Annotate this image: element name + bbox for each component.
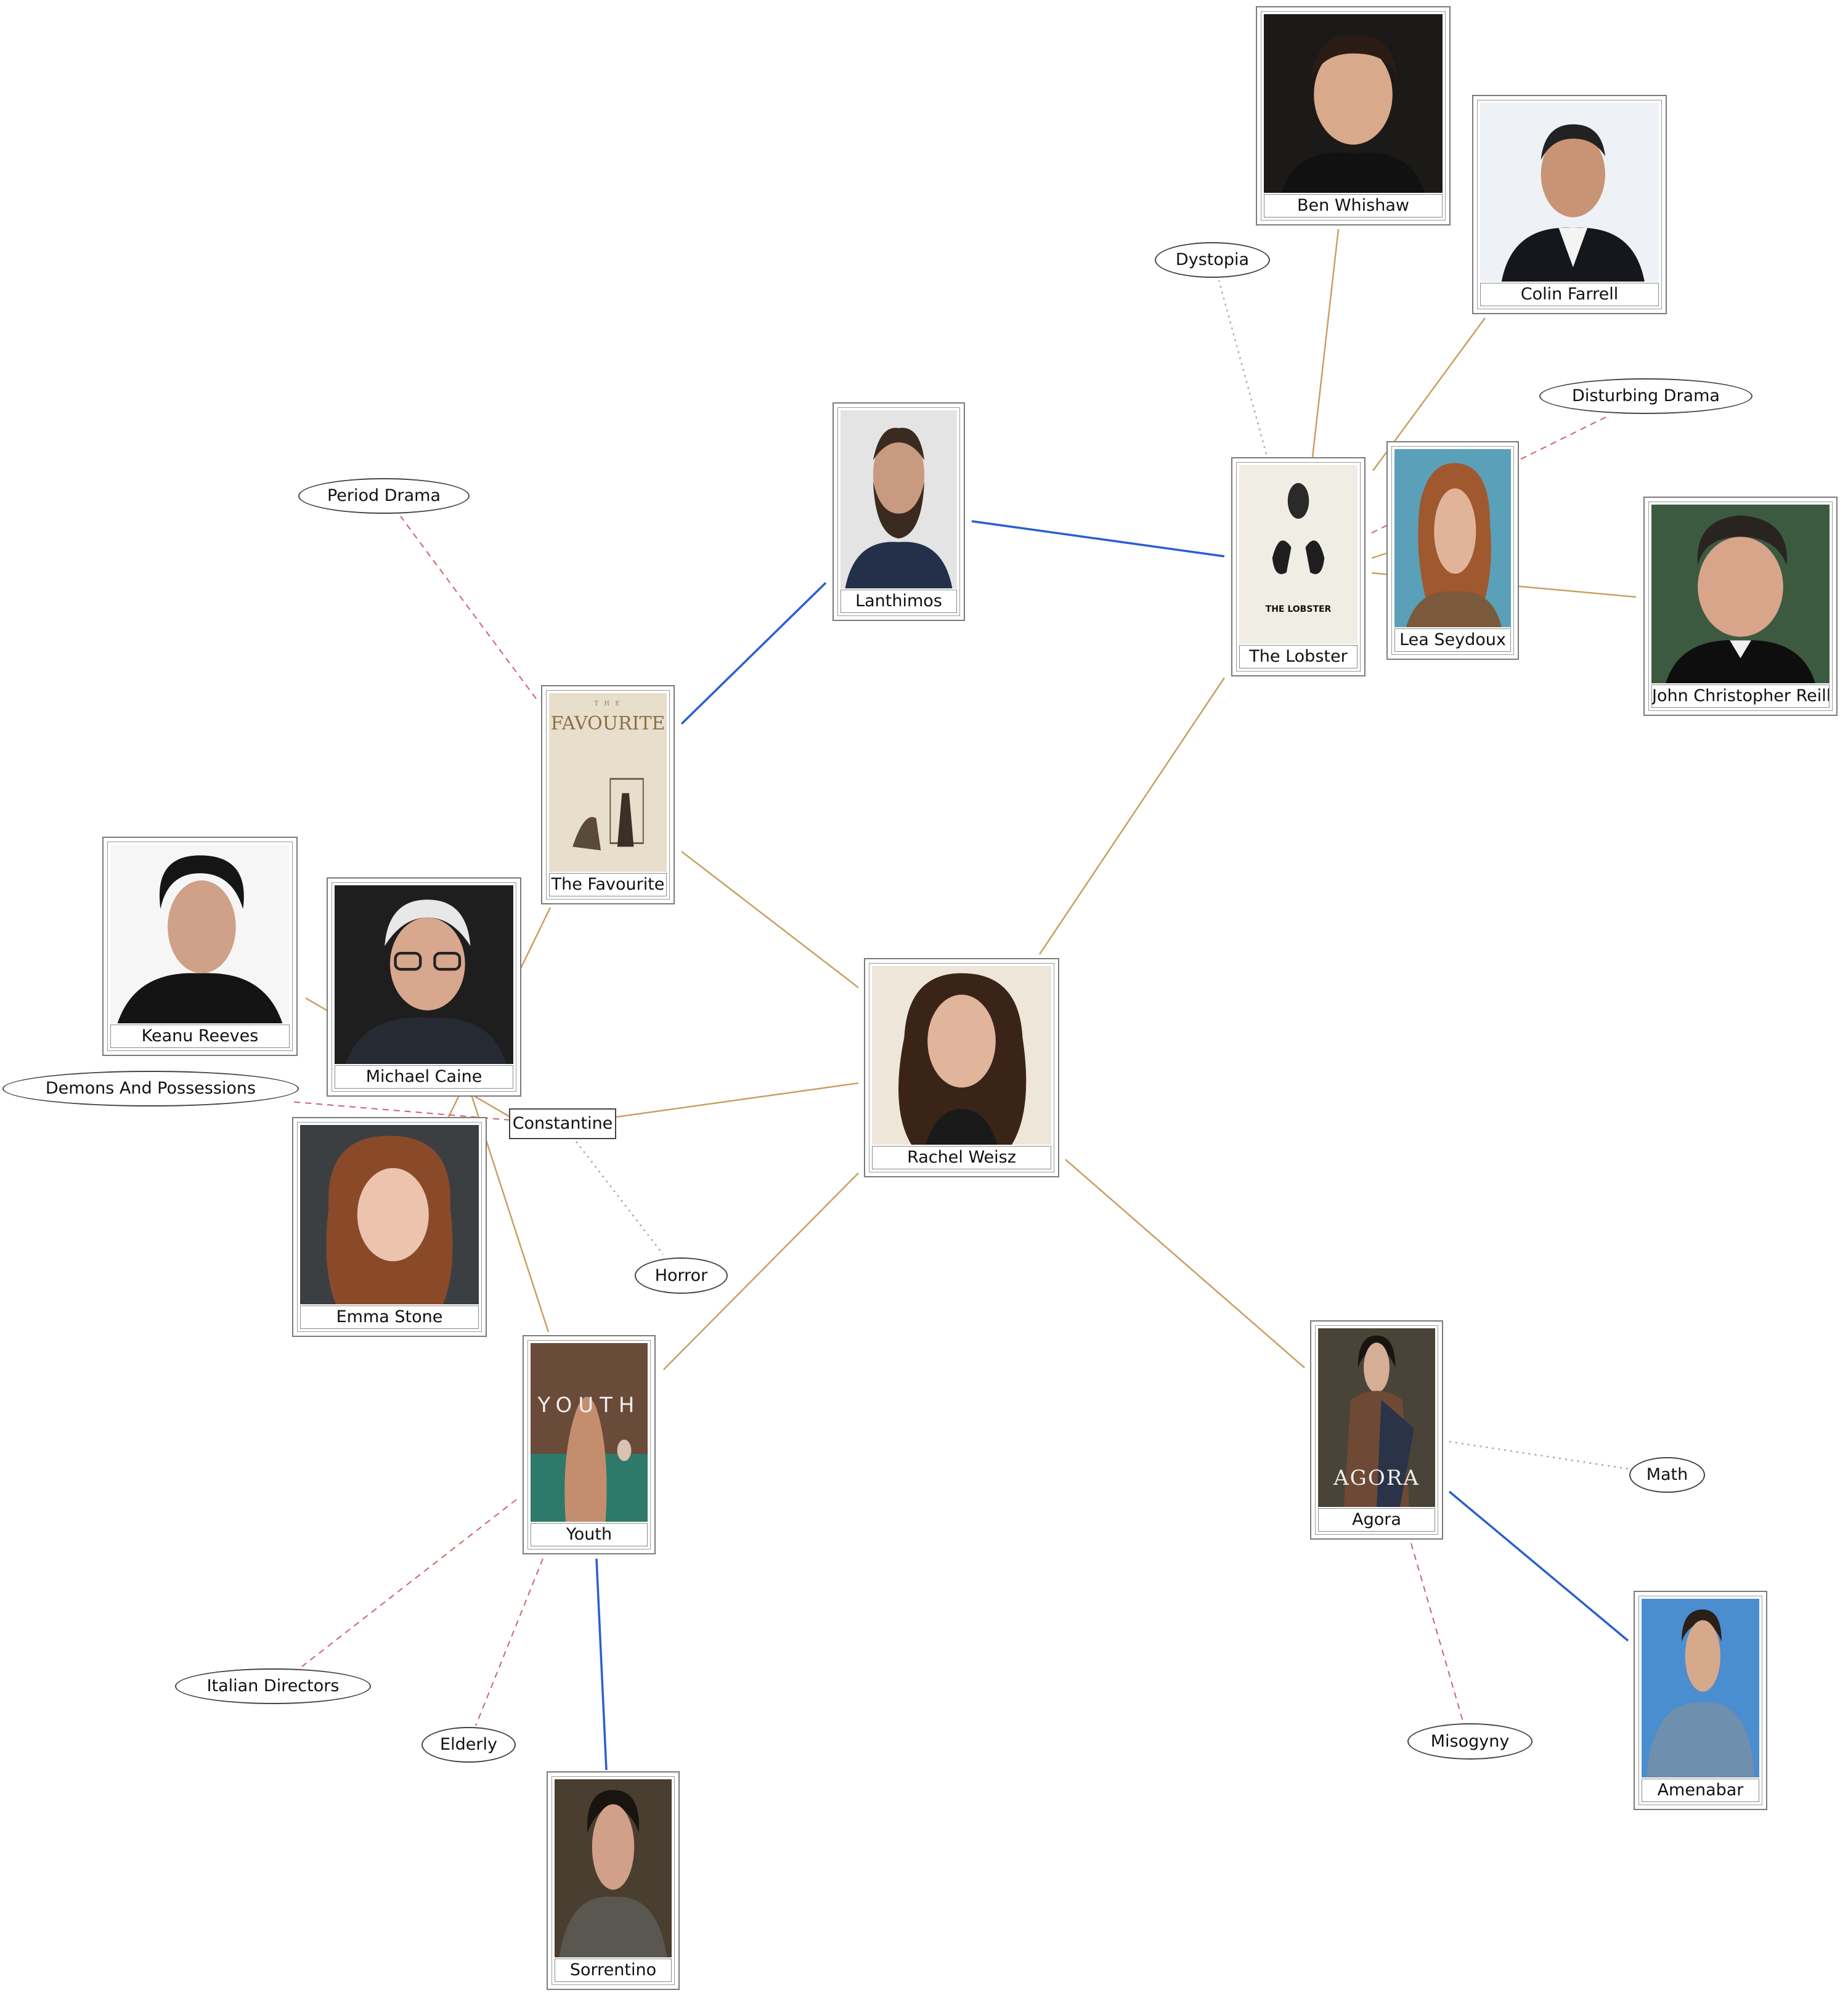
- tag-demons-and-possessions[interactable]: Demons And Possessions: [2, 1071, 299, 1107]
- portrait-icon: [326, 1135, 453, 1304]
- the-favourite-label: The Favourite: [549, 873, 667, 896]
- lobster-poster-title: THE LOBSTER: [1265, 604, 1332, 615]
- portrait-icon: [1646, 1609, 1755, 1777]
- edge-youth-sorrentino: [595, 1558, 608, 1771]
- agora-poster-title: AGORA: [1333, 1466, 1420, 1491]
- emma-stone-label: Emma Stone: [300, 1306, 479, 1329]
- tag-italian-directors[interactable]: Italian Directors: [175, 1668, 371, 1704]
- portrait-icon: [559, 1790, 667, 1957]
- portrait-icon: [1406, 463, 1502, 627]
- portrait-icon: [1666, 515, 1815, 683]
- portrait-icon: [845, 428, 953, 588]
- tag-disturbing-drama[interactable]: Disturbing Drama: [1539, 378, 1752, 414]
- edge-lobster-leaseydoux: [1371, 552, 1387, 559]
- edge-rachel-youth: [663, 1172, 859, 1370]
- edge-lanthimos-lobster: [971, 520, 1225, 558]
- tag-horror[interactable]: Horror: [635, 1257, 728, 1294]
- movie-agora[interactable]: AGORA Agora: [1310, 1320, 1443, 1540]
- person-john-christopher-reilly[interactable]: John Christopher Reilly: [1643, 497, 1838, 716]
- portrait-icon: [1282, 35, 1425, 193]
- edge-agora-amenabar: [1448, 1490, 1629, 1642]
- movie-youth[interactable]: YOUTH Youth: [523, 1335, 656, 1554]
- poster-art-icon: [572, 778, 644, 851]
- tag-dystopia[interactable]: Dystopia: [1155, 242, 1270, 278]
- person-keanu-reeves[interactable]: Keanu Reeves: [102, 837, 298, 1056]
- portrait-icon: [345, 900, 507, 1064]
- edge-agora-math: [1449, 1440, 1629, 1470]
- michael-caine-photo: [335, 885, 513, 1064]
- agora-poster: AGORA: [1318, 1328, 1435, 1507]
- keanu-reeves-label: Keanu Reeves: [110, 1025, 290, 1048]
- edge-rachel-favourite: [681, 851, 859, 988]
- person-amenabar[interactable]: Amenabar: [1634, 1591, 1767, 1810]
- edge-rachel-agora: [1065, 1159, 1305, 1368]
- edge-favourite-perioddrama: [400, 516, 537, 699]
- amenabar-photo: [1642, 1599, 1759, 1777]
- tag-elderly[interactable]: Elderly: [421, 1727, 516, 1763]
- ben-whishaw-photo: [1264, 14, 1443, 193]
- john-reilly-photo: [1651, 505, 1830, 683]
- person-lea-seydoux[interactable]: Lea Seydoux: [1386, 441, 1519, 660]
- movie-constantine[interactable]: Constantine: [509, 1108, 616, 1139]
- ben-whishaw-label: Ben Whishaw: [1264, 194, 1443, 217]
- tag-math[interactable]: Math: [1629, 1457, 1705, 1493]
- amenabar-label: Amenabar: [1642, 1779, 1759, 1802]
- poster-art-icon: [531, 1397, 648, 1522]
- sorrentino-label: Sorrentino: [555, 1959, 672, 1982]
- rachel-weisz-photo: [872, 966, 1051, 1145]
- favourite-poster-small: T H E: [594, 700, 622, 707]
- person-ben-whishaw[interactable]: Ben Whishaw: [1256, 6, 1451, 225]
- the-lobster-label: The Lobster: [1239, 645, 1358, 668]
- youth-poster: YOUTH: [531, 1343, 648, 1522]
- lobster-poster: THE LOBSTER: [1239, 465, 1358, 644]
- movie-the-favourite[interactable]: T H E FAVOURITE The Favourite: [541, 685, 675, 904]
- edge-rachel-lobster: [1038, 677, 1226, 955]
- poster-art-icon: [1272, 483, 1325, 574]
- portrait-icon: [117, 855, 283, 1023]
- edge-youth-elderly: [475, 1558, 543, 1726]
- edge-lanthimos-favourite: [680, 582, 827, 725]
- edge-agora-misogyny: [1410, 1543, 1464, 1724]
- youth-poster-title: YOUTH: [537, 1393, 641, 1418]
- agora-label: Agora: [1318, 1508, 1435, 1532]
- person-sorrentino[interactable]: Sorrentino: [547, 1771, 680, 1990]
- lea-seydoux-photo: [1394, 449, 1511, 627]
- colin-farrell-photo: [1480, 103, 1659, 282]
- portrait-icon: [1501, 124, 1645, 282]
- person-rachel-weisz[interactable]: Rachel Weisz: [864, 958, 1059, 1177]
- portrait-icon: [898, 973, 1027, 1145]
- lea-seydoux-label: Lea Seydoux: [1394, 628, 1511, 652]
- poster-art-icon: [1343, 1335, 1414, 1507]
- keanu-reeves-photo: [110, 845, 290, 1023]
- lanthimos-photo: [841, 410, 957, 588]
- john-reilly-label: John Christopher Reilly: [1651, 684, 1830, 708]
- edge-lobster-benwhishaw: [1311, 229, 1340, 458]
- emma-stone-photo: [300, 1125, 479, 1304]
- edge-youth-italian: [301, 1499, 517, 1667]
- rachel-weisz-label: Rachel Weisz: [872, 1146, 1051, 1169]
- colin-farrell-label: Colin Farrell: [1480, 283, 1659, 306]
- edge-lobster-dystopia: [1218, 280, 1268, 455]
- lanthimos-label: Lanthimos: [841, 590, 957, 613]
- person-michael-caine[interactable]: Michael Caine: [327, 877, 521, 1097]
- movie-the-lobster[interactable]: THE LOBSTER The Lobster: [1231, 457, 1366, 676]
- tag-misogyny[interactable]: Misogyny: [1407, 1723, 1533, 1760]
- person-emma-stone[interactable]: Emma Stone: [292, 1117, 487, 1337]
- favourite-poster: T H E FAVOURITE: [549, 693, 667, 872]
- edge-constantine-horror: [576, 1141, 664, 1255]
- person-lanthimos[interactable]: Lanthimos: [832, 402, 965, 621]
- michael-caine-label: Michael Caine: [335, 1065, 513, 1089]
- person-colin-farrell[interactable]: Colin Farrell: [1472, 95, 1667, 314]
- youth-label: Youth: [531, 1523, 648, 1546]
- sorrentino-photo: [555, 1779, 672, 1957]
- tag-period-drama[interactable]: Period Drama: [298, 478, 470, 514]
- favourite-poster-title: FAVOURITE: [550, 712, 666, 734]
- edge-rachel-constantine: [616, 1082, 859, 1118]
